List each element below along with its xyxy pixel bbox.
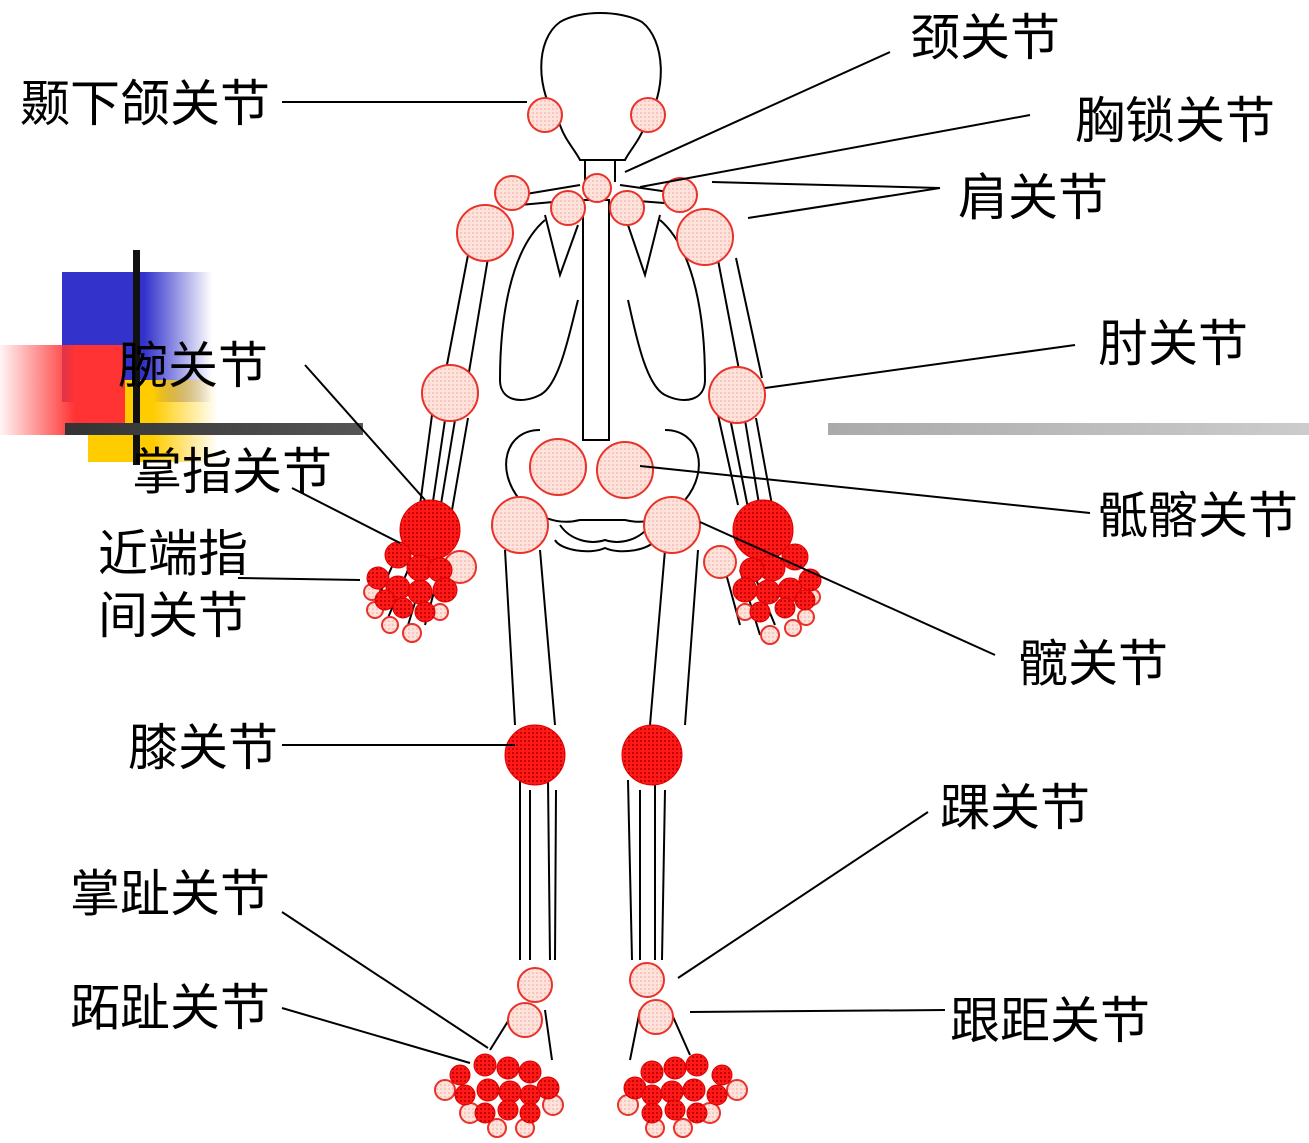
sternoclavicular-left bbox=[551, 191, 585, 225]
leader-shoulder-a bbox=[712, 182, 940, 188]
label-elbow: 肘关节 bbox=[1098, 318, 1248, 370]
label-neck: 颈关节 bbox=[910, 12, 1060, 64]
label-toe-ip: 跖趾关节 bbox=[70, 982, 270, 1034]
neck-joint bbox=[583, 174, 611, 202]
leader-subtalar bbox=[690, 1010, 945, 1012]
leader-shoulder-b bbox=[748, 188, 940, 218]
label-hip: 髋关节 bbox=[1018, 638, 1168, 690]
label-shoulder: 肩关节 bbox=[958, 172, 1108, 224]
shoulder-joint-right bbox=[677, 209, 733, 265]
label-pip-line1: 近端指 bbox=[98, 528, 248, 580]
label-sacroiliac: 骶髂关节 bbox=[1098, 490, 1298, 542]
subtalar-joint-right bbox=[639, 1000, 673, 1034]
elbow-joint-left bbox=[422, 365, 478, 421]
sacroiliac-joint-left bbox=[530, 439, 586, 495]
ankle-joint-left bbox=[518, 968, 552, 1002]
leader-mtp bbox=[282, 912, 488, 1048]
affected-joints bbox=[367, 500, 821, 1123]
tmj-joint-left bbox=[528, 98, 562, 132]
label-wrist: 腕关节 bbox=[118, 340, 268, 392]
shoulder-small-left bbox=[495, 176, 529, 210]
sacroiliac-joint-right bbox=[597, 442, 653, 498]
label-mtp: 掌趾关节 bbox=[70, 868, 270, 920]
label-mcp: 掌指关节 bbox=[132, 446, 332, 498]
label-ankle: 踝关节 bbox=[940, 782, 1090, 834]
leader-elbow bbox=[765, 345, 1075, 388]
knee-joint-left bbox=[505, 725, 565, 785]
elbow-joint-right bbox=[709, 367, 765, 423]
subtalar-joint-left bbox=[508, 1003, 542, 1037]
leader-ankle bbox=[678, 812, 928, 978]
label-tmj: 颞下颌关节 bbox=[20, 78, 270, 130]
sternoclavicular-right bbox=[610, 191, 644, 225]
knee-joint-right bbox=[622, 725, 682, 785]
label-sternoclavicular: 胸锁关节 bbox=[1075, 95, 1275, 147]
tmj-joint-right bbox=[631, 98, 665, 132]
label-subtalar: 跟距关节 bbox=[950, 995, 1150, 1047]
ankle-joint-right bbox=[630, 963, 664, 997]
shoulder-joint-left bbox=[457, 205, 513, 261]
hip-joint-right bbox=[644, 497, 700, 553]
label-knee: 膝关节 bbox=[128, 722, 278, 774]
label-pip-line2: 间关节 bbox=[98, 590, 248, 642]
shoulder-small-right bbox=[663, 178, 697, 212]
leader-toe bbox=[282, 1008, 470, 1063]
hip-joint-left bbox=[492, 497, 548, 553]
leader-sacroiliac bbox=[640, 466, 1090, 513]
leader-pip bbox=[238, 578, 360, 580]
